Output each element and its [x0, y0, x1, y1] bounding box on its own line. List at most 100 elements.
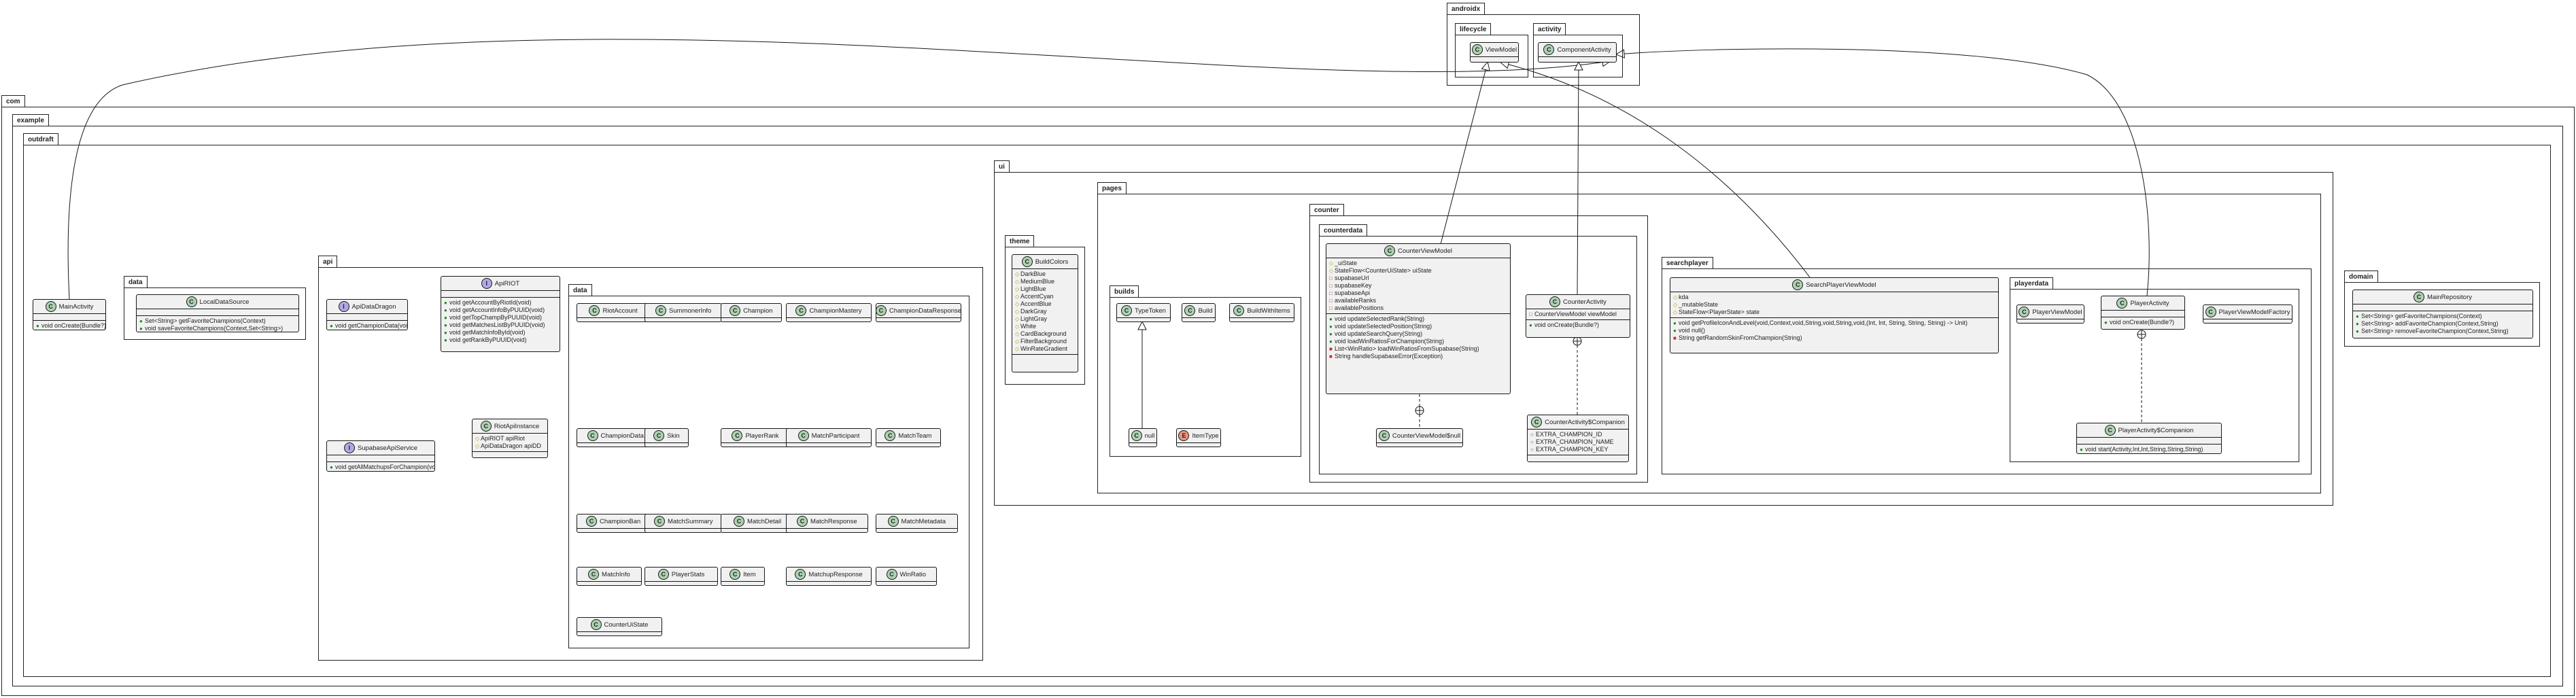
interface-icon: I	[481, 278, 492, 289]
class-icon: C	[887, 516, 899, 527]
package-searchplayer: searchplayer	[1662, 257, 2312, 474]
class-icon: C	[1792, 279, 1804, 290]
class-icon: C	[876, 305, 887, 316]
class-icon: C	[1543, 44, 1555, 55]
class-icon: C	[795, 569, 806, 580]
package-ui: ui	[994, 160, 2333, 506]
edge-mainactivity-componentactivity	[67, 39, 1610, 300]
class-icon: C	[2116, 298, 2128, 309]
class-icon: C	[655, 305, 667, 316]
package-com: com	[1, 95, 2575, 696]
class-icon: C	[588, 569, 600, 580]
class-icon: C	[186, 296, 197, 307]
class-icon: C	[657, 569, 669, 580]
package-lifecycle: lifecycle	[1455, 23, 1528, 77]
class-icon: C	[729, 569, 741, 580]
class-icon: C	[1378, 430, 1390, 441]
class-icon: C	[2414, 292, 2424, 302]
class-icon: C	[45, 301, 56, 312]
class-icon: C	[590, 619, 602, 630]
field-row: ◇CardBackground	[1015, 330, 1067, 337]
class-icon: C	[1184, 305, 1196, 316]
field-row: ◇AccentBlue	[1015, 300, 1052, 307]
class-icon: C	[1384, 245, 1395, 256]
field-row: ◇LightGray	[1015, 315, 1048, 322]
class-icon: C	[1121, 305, 1133, 316]
field-row: ◇DarkBlue	[1015, 271, 1046, 277]
package-counterdata: counterdata	[1319, 224, 1637, 474]
class-icon: C	[729, 305, 741, 316]
class-icon: C	[480, 421, 492, 432]
field-row: ◇MediumBlue	[1015, 278, 1055, 285]
edge-counteractivity-companion	[1573, 336, 1582, 415]
package-pages: pages	[1097, 182, 2321, 493]
interface-icon: I	[338, 301, 349, 312]
class-icon: C	[2019, 307, 2030, 317]
edge-searchplayerviewmodel-viewmodel	[1501, 63, 1810, 278]
field-row: ◇AccentCyan	[1015, 293, 1054, 300]
package-androidx: androidx	[1447, 3, 1640, 86]
package-api: api	[318, 256, 983, 661]
edge-counterviewmodel-null	[1415, 394, 1424, 428]
class-icon: C	[797, 430, 809, 441]
edge-counteractivity-componentactivity	[1577, 63, 1579, 295]
interface-icon: I	[343, 442, 355, 453]
package-domain: domain	[2344, 271, 2540, 347]
edge-playeractivity-componentactivity	[1617, 48, 2150, 296]
field-row: ◇LightBlue	[1015, 285, 1046, 292]
class-icon: C	[734, 516, 744, 527]
class-icon: C	[1531, 417, 1543, 427]
field-row: ◇White	[1015, 323, 1037, 330]
class-icon: C	[1233, 305, 1245, 316]
class-icon: C	[587, 430, 598, 441]
field-row: ◇DarkGray	[1015, 308, 1047, 315]
package-theme: theme	[1005, 235, 1085, 385]
